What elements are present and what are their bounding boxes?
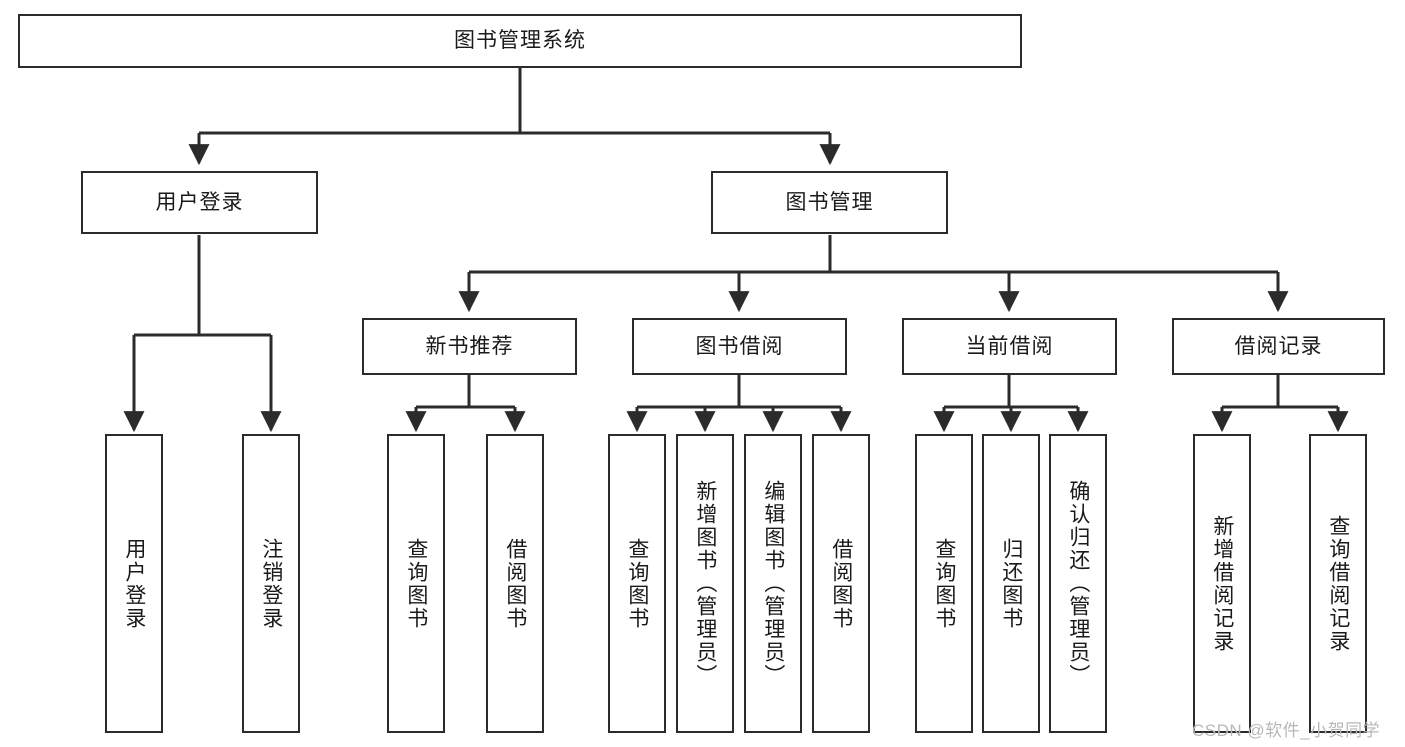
node-book-manage[interactable]: 图书管理 bbox=[711, 171, 948, 234]
leaf-query-book-current[interactable]: 查询图书 bbox=[915, 434, 973, 733]
node-root-label: 图书管理系统 bbox=[454, 29, 586, 53]
leaf-query-book-borrow-label: 查询图书 bbox=[625, 537, 649, 630]
leaf-borrow-book-newbook-label: 借阅图书 bbox=[503, 537, 527, 630]
leaf-add-book[interactable]: 新增图书（管理员） bbox=[676, 434, 734, 733]
node-user-login-label: 用户登录 bbox=[155, 190, 244, 214]
leaf-user-logout-label: 注销登录 bbox=[259, 537, 283, 630]
leaf-borrow-book[interactable]: 借阅图书 bbox=[812, 434, 870, 733]
leaf-user-logout[interactable]: 注销登录 bbox=[242, 434, 300, 733]
node-new-book-recommend[interactable]: 新书推荐 bbox=[362, 318, 577, 375]
leaf-user-login-label: 用户登录 bbox=[122, 537, 146, 630]
leaf-add-book-label: 新增图书（管理员） bbox=[693, 480, 717, 687]
node-new-book-recommend-label: 新书推荐 bbox=[425, 334, 514, 358]
leaf-confirm-return-label: 确认归还（管理员） bbox=[1066, 480, 1090, 687]
leaf-borrow-book-newbook[interactable]: 借阅图书 bbox=[486, 434, 544, 733]
node-root[interactable]: 图书管理系统 bbox=[18, 14, 1022, 68]
leaf-add-borrow-record[interactable]: 新增借阅记录 bbox=[1193, 434, 1251, 733]
leaf-query-book-current-label: 查询图书 bbox=[932, 537, 956, 630]
node-book-borrow-label: 图书借阅 bbox=[695, 334, 784, 358]
leaf-edit-book-label: 编辑图书（管理员） bbox=[761, 480, 785, 687]
leaf-query-book-newbook[interactable]: 查询图书 bbox=[387, 434, 445, 733]
node-user-login[interactable]: 用户登录 bbox=[81, 171, 318, 234]
leaf-borrow-book-label: 借阅图书 bbox=[829, 537, 853, 630]
node-current-borrow[interactable]: 当前借阅 bbox=[902, 318, 1117, 375]
node-borrow-record[interactable]: 借阅记录 bbox=[1172, 318, 1385, 375]
leaf-return-book-label: 归还图书 bbox=[999, 537, 1023, 630]
node-current-borrow-label: 当前借阅 bbox=[965, 334, 1054, 358]
node-book-borrow[interactable]: 图书借阅 bbox=[632, 318, 847, 375]
leaf-confirm-return[interactable]: 确认归还（管理员） bbox=[1049, 434, 1107, 733]
node-borrow-record-label: 借阅记录 bbox=[1234, 334, 1323, 358]
leaf-add-borrow-record-label: 新增借阅记录 bbox=[1210, 514, 1234, 653]
leaf-query-borrow-record-label: 查询借阅记录 bbox=[1326, 514, 1350, 653]
leaf-query-book-newbook-label: 查询图书 bbox=[404, 537, 428, 630]
leaf-user-login[interactable]: 用户登录 bbox=[105, 434, 163, 733]
leaf-query-book-borrow[interactable]: 查询图书 bbox=[608, 434, 666, 733]
leaf-query-borrow-record[interactable]: 查询借阅记录 bbox=[1309, 434, 1367, 733]
node-book-manage-label: 图书管理 bbox=[785, 190, 874, 214]
leaf-edit-book[interactable]: 编辑图书（管理员） bbox=[744, 434, 802, 733]
leaf-return-book[interactable]: 归还图书 bbox=[982, 434, 1040, 733]
